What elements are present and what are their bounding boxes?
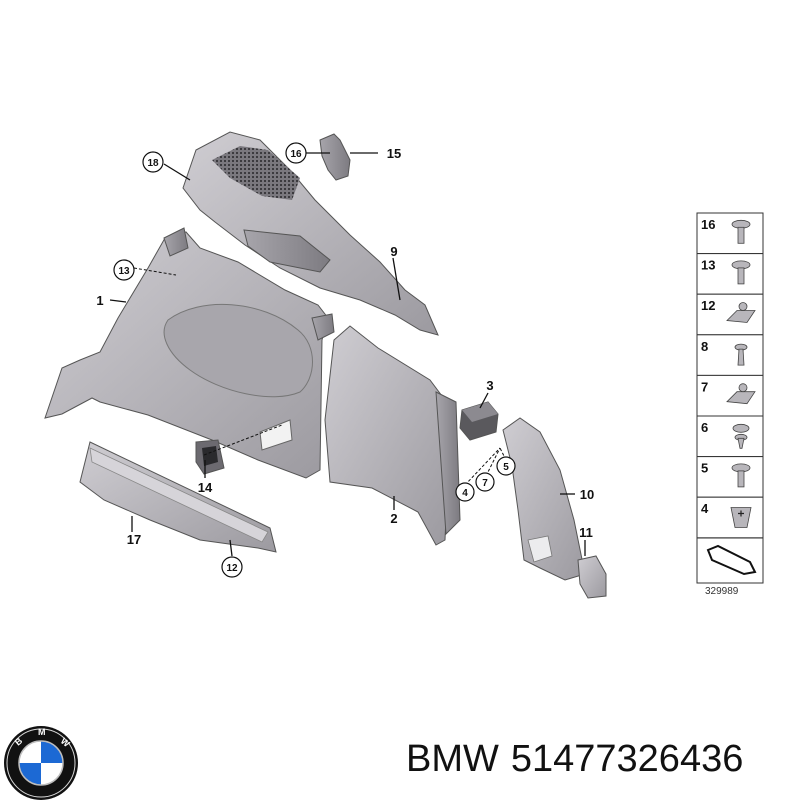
part-17-sill-strip <box>79 441 277 553</box>
legend-item-8: 8 <box>696 334 764 376</box>
callout-12: 12 <box>221 556 243 578</box>
part-10-pillar-trim <box>502 417 586 581</box>
callout-1: 1 <box>96 293 103 308</box>
legend-item-4: 4 <box>696 496 764 539</box>
part-15-bracket <box>319 133 351 181</box>
svg-text:10: 10 <box>580 487 594 502</box>
svg-text:4: 4 <box>462 488 468 499</box>
fastener-icon <box>734 343 748 366</box>
svg-text:12: 12 <box>226 563 238 574</box>
legend-arrow-icon <box>706 544 757 576</box>
diagram-number: 329989 <box>705 586 739 597</box>
fastener-icon <box>731 219 751 244</box>
callout-17: 17 <box>127 532 141 547</box>
svg-text:15: 15 <box>387 146 401 161</box>
legend-label: 4 <box>701 501 709 516</box>
part-1-side-trim-panel <box>44 227 335 479</box>
svg-text:5: 5 <box>503 462 509 473</box>
fastener-icon <box>726 302 756 323</box>
fastener-icon <box>732 423 750 449</box>
legend-item-12: 12 <box>696 293 764 336</box>
callout-18: 18 <box>142 151 164 173</box>
callout-2: 2 <box>390 511 397 526</box>
svg-text:13: 13 <box>118 266 130 277</box>
svg-text:11: 11 <box>579 525 593 540</box>
part-3-box <box>459 401 499 441</box>
legend-label: 8 <box>701 339 708 354</box>
part-14-socket <box>195 439 225 475</box>
svg-text:16: 16 <box>290 149 302 160</box>
brand-name: BMW <box>406 738 499 780</box>
svg-text:7: 7 <box>482 478 488 489</box>
footer-part-label: BMW 51477326436 <box>406 738 755 781</box>
fastener-icon <box>726 383 756 405</box>
leader-lines <box>109 152 586 557</box>
legend-item-16: 16 <box>696 212 764 255</box>
callout-7: 7 <box>475 472 495 492</box>
legend-label: 12 <box>701 298 715 313</box>
callout-13: 13 <box>113 259 135 281</box>
part-2-rear-panel <box>324 325 461 546</box>
svg-text:9: 9 <box>390 244 397 259</box>
svg-text:17: 17 <box>127 532 141 547</box>
legend-label: 13 <box>701 258 715 273</box>
legend-item-13: 13 <box>696 253 764 295</box>
svg-text:M: M <box>38 727 46 737</box>
callout-4: 4 <box>455 482 475 502</box>
svg-text:B: B <box>13 735 25 747</box>
callout-14: 14 <box>198 480 213 495</box>
legend-label: 5 <box>701 461 708 476</box>
bmw-logo-icon: B M W <box>4 726 78 800</box>
legend-arrow-cell <box>696 537 764 584</box>
svg-text:1: 1 <box>96 293 103 308</box>
part-11-cover <box>577 555 607 599</box>
callout-10: 10 <box>580 487 594 502</box>
fastener-icon <box>731 260 751 285</box>
legend-item-6: 6 <box>696 415 764 458</box>
legend-item-5: 5 <box>696 456 764 498</box>
callout-15: 15 <box>387 146 401 161</box>
svg-text:18: 18 <box>147 158 159 169</box>
part-number: 51477326436 <box>510 738 744 780</box>
callout-5: 5 <box>496 456 516 476</box>
fastener-legend: 16 13 12 8 7 6 5 4 329989 <box>696 212 764 597</box>
callout-3: 3 <box>486 378 493 393</box>
fastener-icon <box>730 507 752 528</box>
part-18-upper-trim <box>182 131 439 336</box>
svg-text:14: 14 <box>198 480 213 495</box>
callout-11: 11 <box>579 525 593 540</box>
legend-label: 7 <box>701 379 708 394</box>
svg-text:2: 2 <box>390 511 397 526</box>
legend-label: 16 <box>701 217 715 232</box>
fastener-icon <box>731 463 751 488</box>
legend-label: 6 <box>701 420 708 435</box>
legend-item-7: 7 <box>696 374 764 417</box>
callout-16: 16 <box>285 142 307 164</box>
callout-9: 9 <box>390 244 397 259</box>
svg-text:3: 3 <box>486 378 493 393</box>
